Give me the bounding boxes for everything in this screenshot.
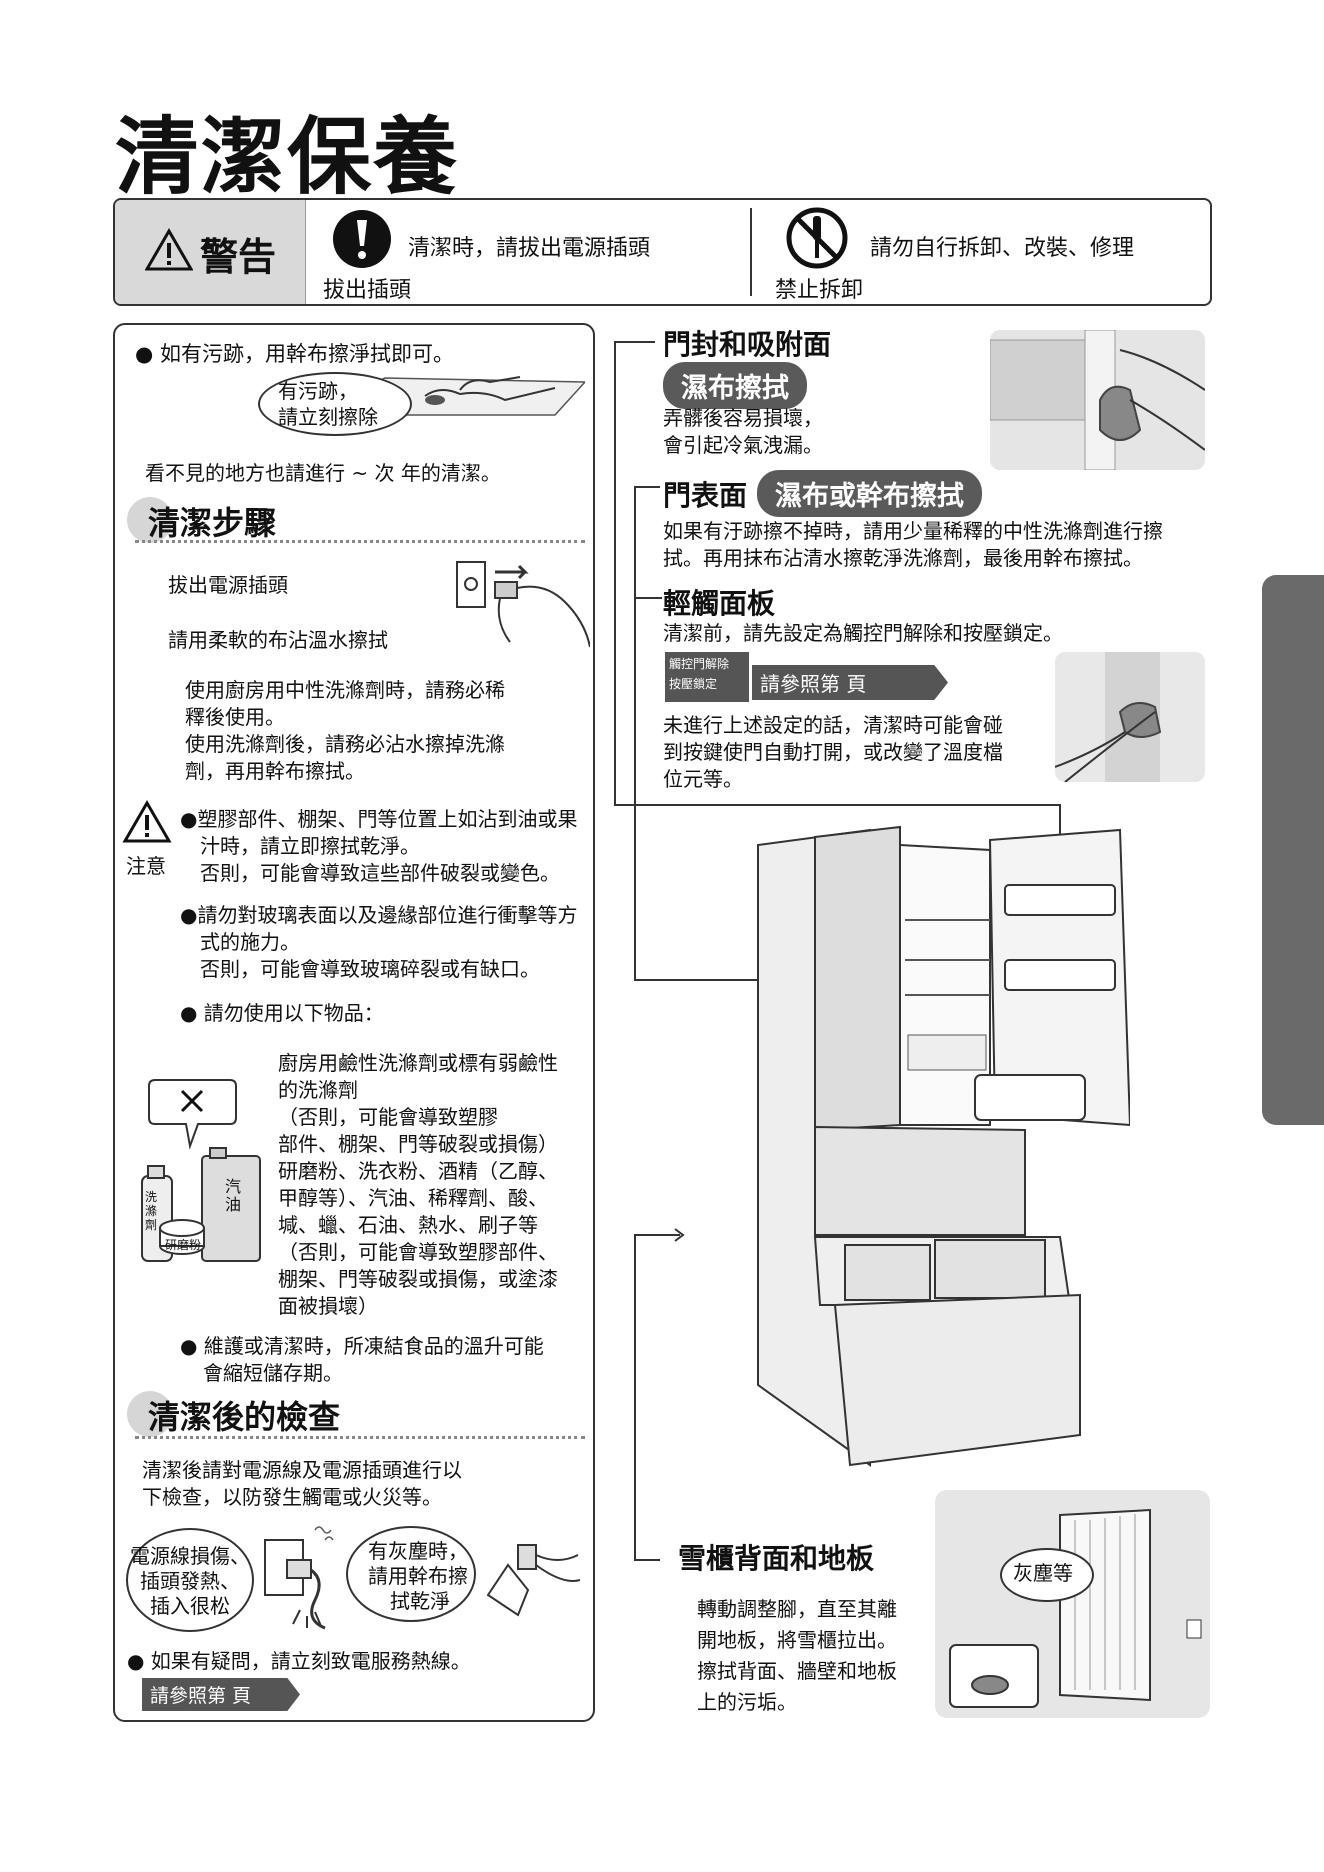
warning-label: 警告 xyxy=(200,235,277,279)
plug-damage-illustration xyxy=(264,1526,334,1630)
step3-line1: 使用廚房用中性洗滌劑時，請務必稀 xyxy=(185,678,505,702)
check-divider xyxy=(135,1436,585,1439)
items-line10: 面被損壞） xyxy=(278,1294,378,1318)
touch-line2: 未進行上述設定的話，清潔時可能會碰 xyxy=(663,713,1003,737)
items-line3: （否則，可能會導致塑膠 xyxy=(278,1105,498,1129)
door-line1: 如果有汙跡擦不掉時，請用少量稀釋的中性洗滌劑進行擦 xyxy=(663,519,1163,543)
seal-heading: 門封和吸附面 xyxy=(663,328,832,361)
back-line2: 開地板，將雪櫃拉出。 xyxy=(697,1628,897,1652)
bubble-a-line3: 插入很松 xyxy=(150,1594,230,1618)
bubble-a-line2: 插頭發熱、 xyxy=(140,1569,240,1593)
caution2-line1: ●請勿對玻璃表面以及邊緣部位進行衝擊等方 xyxy=(180,903,578,927)
caution1-line3: 否則，可能會導致這些部件破裂或變色。 xyxy=(200,861,560,885)
step1: 拔出電源插頭 xyxy=(168,573,288,597)
check-heading-bg xyxy=(127,1391,173,1437)
bubble-b xyxy=(346,1526,476,1622)
door-pill: 濕布或幹布擦拭 xyxy=(757,470,982,517)
caution-label: 注意 xyxy=(126,854,166,878)
back-line4: 上的污垢。 xyxy=(697,1690,797,1714)
door-line2: 拭。再用抹布沾清水擦乾淨洗滌劑，最後用幹布擦拭。 xyxy=(663,546,1143,570)
caution4-line1: ● 維護或清潔時，所凍結食品的溫升可能 xyxy=(180,1334,544,1358)
check-line2: 下檢查，以防發生觸電或火災等。 xyxy=(142,1485,442,1509)
side-tab xyxy=(1262,575,1324,1125)
back-line3: 擦拭背面、牆壁和地板 xyxy=(697,1659,897,1683)
step2: 請用柔軟的布沾溫水擦拭 xyxy=(168,628,388,652)
stain-bubble-line2: 請立刻擦除 xyxy=(278,405,378,429)
stain-bubble-line1: 有污跡， xyxy=(278,379,358,403)
door-heading: 門表面 xyxy=(663,479,748,512)
seal-pill: 濕布擦拭 xyxy=(663,362,807,409)
touch-icon-line2: 按壓鎖定 xyxy=(669,677,718,691)
touch-line3: 到按鍵使門自動打開，或改變了溫度檔 xyxy=(663,740,1003,764)
steps-divider xyxy=(135,540,585,543)
touch-icon-box: 觸控門解除 按壓鎖定 xyxy=(665,652,749,702)
bubble-b-line3: 拭乾淨 xyxy=(390,1589,450,1613)
items-line7: 堿、蠟、石油、熱水、刷子等 xyxy=(278,1213,538,1237)
warning-item1-caption: 拔出插頭 xyxy=(323,278,412,303)
caution-triangle-icon xyxy=(122,800,172,843)
refrigerator-illustration xyxy=(757,825,1130,1467)
left-panel xyxy=(113,323,595,1722)
items-line4: 部件、棚架、門等破裂或損傷） xyxy=(278,1132,558,1156)
items-line9: 棚架、門等破裂或損傷，或塗漆 xyxy=(278,1267,558,1291)
warning-item1-text: 清潔時，請拔出電源插頭 xyxy=(408,236,651,261)
back-heading: 雪櫃背面和地板 xyxy=(678,1542,875,1575)
bubble-a-line1: 電源線損傷、 xyxy=(130,1544,250,1568)
touch-icon-line1: 觸控門解除 xyxy=(669,657,730,671)
doubt-text: ● 如果有疑問，請立刻致電服務熱線。 xyxy=(127,1649,471,1673)
caution2-line2: 式的施力。 xyxy=(200,930,300,954)
bubble-a xyxy=(126,1528,254,1632)
items-line1: 廚房用鹼性洗滌劑或標有弱鹼性 xyxy=(278,1051,558,1075)
step3-line2: 釋後使用。 xyxy=(185,705,285,729)
bottle1-label: 洗滌劑 xyxy=(145,1190,158,1232)
seal-line2: 會引起冷氣洩漏。 xyxy=(663,433,823,457)
check-heading: 清潔後的檢查 xyxy=(148,1398,341,1436)
fridge-back-illustration xyxy=(935,1490,1210,1718)
caution1-line2: 汁時，請立即擦拭乾淨。 xyxy=(200,834,420,858)
items-line2: 的洗滌劑 xyxy=(278,1078,358,1102)
exclamation-circle-icon xyxy=(333,210,391,268)
warning-triangle-icon xyxy=(145,228,193,271)
bottle3-label: 研磨粉 xyxy=(165,1238,202,1252)
seal-line1: 弄髒後容易損壞， xyxy=(663,406,823,430)
touch-line1: 清潔前，請先設定為觸控門解除和按壓鎖定。 xyxy=(663,621,1063,645)
seal-wipe-photo xyxy=(990,330,1205,470)
unplug-illustration xyxy=(456,561,590,648)
step3-line3: 使用洗滌劑後，請務必沾水擦掉洗滌 xyxy=(185,732,505,756)
dust-bubble xyxy=(1000,1548,1094,1602)
bubble-b-line1: 有灰塵時， xyxy=(368,1539,468,1563)
warning-label-box: 警告 xyxy=(115,200,306,304)
bottle2-label: 汽油 xyxy=(225,1177,242,1214)
ref-tag-touch: 請參照第 頁 xyxy=(752,665,948,700)
step3-line4: 劑，再用幹布擦拭。 xyxy=(185,759,365,783)
page-title: 清潔保養 xyxy=(115,108,460,206)
bubble-b-line2: 請用幹布擦 xyxy=(368,1564,468,1588)
caution4-line2: 會縮短儲存期。 xyxy=(203,1361,343,1385)
items-line8: （否則，可能會導致塑膠部件、 xyxy=(278,1240,558,1264)
touch-line4: 位元等。 xyxy=(663,767,743,791)
caution1-line1: ●塑膠部件、棚架、門等位置上如沾到油或果 xyxy=(180,807,578,831)
steps-heading-bg xyxy=(127,497,173,543)
ref-tag-left: 請參照第 頁 xyxy=(142,1678,300,1711)
stain-intro: ● 如有污跡，用幹布擦淨拭即可。 xyxy=(135,342,454,366)
stain-bubble xyxy=(258,372,412,436)
items-line6: 甲醇等）、汽油、稀釋劑、酸、 xyxy=(278,1186,548,1210)
caution3: ● 請勿使用以下物品： xyxy=(180,1001,384,1025)
touch-heading: 輕觸面板 xyxy=(663,587,776,620)
warning-item2-text: 請勿自行拆卸、改裝、修理 xyxy=(870,236,1135,261)
yearly-note: 看不見的地方也請進行 ~ 次 年的清潔。 xyxy=(145,461,501,485)
check-line1: 清潔後請對電源線及電源插頭進行以 xyxy=(142,1458,462,1482)
back-line1: 轉動調整腳，直至其離 xyxy=(697,1597,897,1621)
dust-label: 灰塵等 xyxy=(1013,1561,1073,1585)
items-line5: 研磨粉、洗衣粉、酒精（乙醇、 xyxy=(278,1159,558,1183)
steps-heading: 清潔步驟 xyxy=(148,504,277,542)
touch-panel-photo xyxy=(1055,652,1205,782)
no-disassembly-icon xyxy=(786,207,848,269)
forbidden-items-illustration xyxy=(141,1079,261,1262)
wipe-plug-illustration xyxy=(486,1544,581,1617)
warning-divider xyxy=(750,208,752,296)
caution2-line3: 否則，可能會導致玻璃碎裂或有缺口。 xyxy=(200,957,540,981)
warning-bar: 警告 清潔時，請拔出電源插頭 拔出插頭 請勿自行拆卸、改裝、修理 禁止拆卸 xyxy=(113,198,1212,306)
warning-item2-caption: 禁止拆卸 xyxy=(775,278,864,303)
